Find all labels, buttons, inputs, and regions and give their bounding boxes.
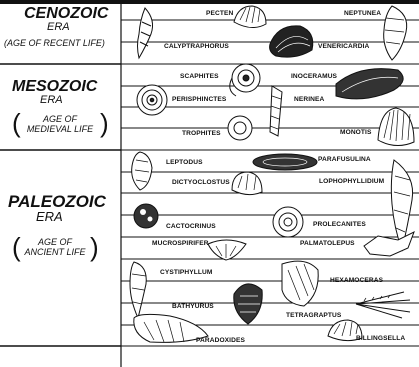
era-description-line: ANCIENT LIFE (22, 247, 88, 257)
venericardia-fossil (270, 26, 313, 57)
era-description-mesozoic: AGE OF MEDIEVAL LIFE (24, 114, 96, 135)
paren-left-mesozoic: ( (12, 110, 21, 136)
hexamoceras-fossil (282, 261, 318, 306)
inoceramus-fossil (336, 69, 403, 99)
label-bathyurus: BATHYURUS (172, 304, 214, 311)
label-cystiphyllum: CYSTIPHYLLUM (160, 270, 213, 277)
label-lophophyllidium: LOPHOPHYLLIDIUM (319, 179, 384, 186)
leptodus-fossil (132, 152, 152, 190)
perisphinctes-fossil (137, 85, 167, 115)
label-cactocrinus: CACTOCRINUS (166, 224, 216, 231)
label-trophites: TROPHITES (182, 131, 221, 138)
era-description-paleozoic: AGE OF ANCIENT LIFE (22, 237, 88, 258)
era-name-mesozoic: MESOZOIC (12, 79, 97, 95)
era-name-paleozoic: PALEOZOIC (8, 193, 106, 210)
label-dictyoclostus: DICTYOCLOSTUS (172, 180, 230, 187)
parafusulina-fossil (253, 154, 317, 170)
palmatolepus-fossil (364, 232, 414, 256)
era-description-line: MEDIEVAL LIFE (24, 124, 96, 134)
label-leptodus: LEPTODUS (166, 160, 203, 167)
label-prolecanites: PROLECANITES (313, 222, 366, 229)
cystiphyllum-fossil (130, 262, 146, 318)
monotis-fossil (378, 108, 414, 146)
label-inoceramus: INOCERAMUS (291, 74, 337, 81)
paren-right-paleozoic: ) (90, 234, 99, 260)
era-description-cenozoic: (AGE OF RECENT LIFE) (4, 38, 105, 48)
nerinea-fossil (270, 86, 282, 136)
label-calyptraphorus: CALYPTRAPHORUS (164, 44, 229, 51)
label-neptunea: NEPTUNEA (344, 11, 381, 18)
era-description-line: AGE OF (24, 114, 96, 124)
bathyurus-fossil (234, 284, 262, 324)
label-tetragraptus: TETRAGRAPTUS (286, 313, 341, 320)
label-monotis: MONOTIS (340, 130, 371, 137)
label-paradoxides: PARADOXIDES (196, 338, 245, 345)
label-parafusulina: PARAFUSULINA (318, 157, 371, 164)
era-description-line: AGE OF (22, 237, 88, 247)
scaphites-fossil (230, 64, 260, 96)
prolecanites-fossil (273, 207, 303, 237)
label-perisphinctes: PERISPHINCTES (172, 97, 226, 104)
tetragraptus-fossil (356, 292, 410, 318)
era-description-line: AGE OF RECENT LIFE (7, 38, 102, 48)
label-palmatolepus: PALMATOLEPUS (300, 241, 355, 248)
era-word-paleozoic: ERA (36, 210, 63, 223)
label-scaphites: SCAPHITES (180, 74, 219, 81)
cactocrinus-fossil (134, 204, 158, 228)
dictyoclostus-fossil (232, 172, 262, 195)
paren-right-mesozoic: ) (100, 110, 109, 136)
neptunea-fossil (384, 6, 407, 60)
label-venericardia: VENERICARDIA (318, 44, 369, 51)
pecten-fossil (234, 6, 266, 28)
paren-left-paleozoic: ( (12, 234, 21, 260)
era-name-cenozoic: CENOZOIC (24, 6, 108, 22)
era-word-cenozoic: ERA (47, 22, 70, 33)
mucrospirifer-fossil (208, 240, 246, 260)
calyptraphorus-fossil (138, 8, 153, 58)
era-word-mesozoic: ERA (40, 95, 63, 106)
trophites-fossil (228, 116, 252, 140)
label-hexamoceras: HEXAMOCERAS (330, 278, 383, 285)
label-nerinea: NERINEA (294, 97, 324, 104)
label-mucrospirifer: MUCROSPIRIFER (152, 241, 209, 248)
label-pecten: PECTEN (206, 11, 233, 18)
label-billingsella: BILLINGSELLA (356, 336, 405, 343)
